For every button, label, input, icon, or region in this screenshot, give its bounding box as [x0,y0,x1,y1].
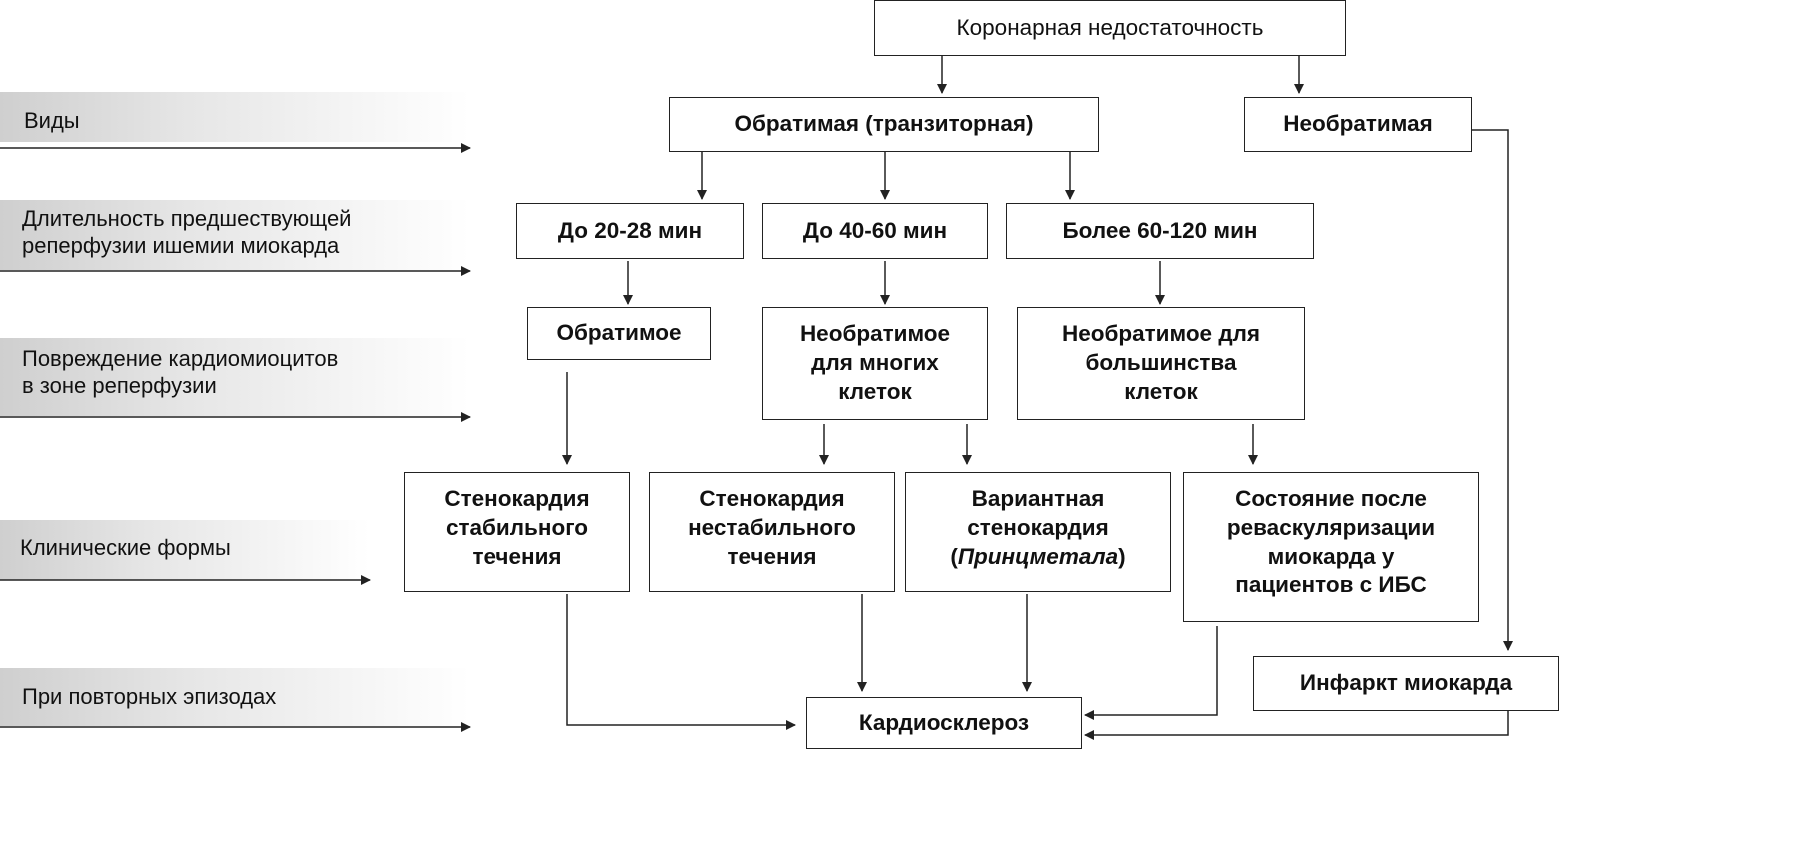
node-duration-40-60: До 40-60 мин [762,203,988,259]
level-label-clinical: Клинические формы [20,535,231,560]
node-post-revascularization: Состояние после реваскуляризации миокард… [1183,472,1479,622]
node-variant-angina: Вариантная стенокардия (Принцметала) [905,472,1171,592]
level-band-clinical [0,520,370,580]
node-reversible: Обратимая (транзиторная) [669,97,1099,152]
level-label-duration: Длительность предшествующей реперфузии и… [22,206,352,258]
level-band-duration [0,200,470,270]
level-label-damage: Повреждение кардиомиоцитов в зоне реперф… [22,346,339,398]
node-unstable-angina: Стенокардия нестабильного течения [649,472,895,592]
level-band-types [0,92,470,142]
node-myocardial-infarction: Инфаркт миокарда [1253,656,1559,711]
node-cardiosclerosis: Кардиосклероз [806,697,1082,749]
level-band-damage [0,338,470,416]
node-stable-angina: Стенокардия стабильного течения [404,472,630,592]
node-damage-reversible: Обратимое [527,307,711,360]
level-label-types: Виды [24,108,80,133]
level-band-repeat [0,668,470,726]
node-coronary-insufficiency: Коронарная недостаточность [874,0,1346,56]
arrow-infarct-cardiosclerosis [1084,711,1509,740]
arrow-irreversible-infarct [1472,129,1513,651]
arrow-form1-cardiosclerosis [566,594,796,730]
arrow-form4-cardiosclerosis [1084,626,1218,720]
node-damage-most-cells: Необратимое для большинства клеток [1017,307,1305,420]
level-label-repeat: При повторных эпизодах [22,684,277,709]
variant-angina-text: Вариантная стенокардия (Принцметала) [950,486,1126,569]
node-duration-20-28: До 20-28 мин [516,203,744,259]
node-irreversible: Необратимая [1244,97,1472,152]
node-damage-many-cells: Необратимое для многих клеток [762,307,988,420]
node-duration-60-120: Более 60-120 мин [1006,203,1314,259]
